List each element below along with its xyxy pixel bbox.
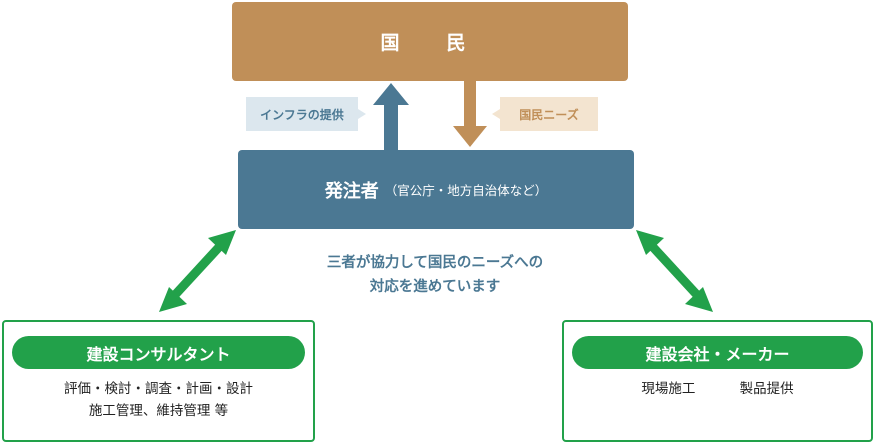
infra-tag-pointer (358, 109, 366, 119)
orderer-sub-label: （官公庁・地方自治体など） (384, 183, 548, 198)
up-arrow (373, 83, 409, 150)
citizen-needs-tag: 国民ニーズ (500, 97, 598, 131)
left-double-arrow (159, 230, 236, 312)
orderer-label: 発注者 (324, 180, 379, 202)
consultant-card: 建設コンサルタント 評価・検討・調査・計画・設計 施工管理、維持管理 等 (2, 320, 315, 442)
consultant-title: 建設コンサルタント (12, 336, 305, 369)
down-arrow (453, 81, 487, 147)
contractor-item-product-supply: 製品提供 (739, 381, 794, 397)
message-line-2: 対応を進めています (369, 279, 501, 295)
consultant-line-1: 評価・検討・調査・計画・設計 (64, 381, 253, 397)
message-line-1: 三者が協力して国民のニーズへの (326, 255, 544, 271)
infrastructure-provision-tag: インフラの提供 (246, 97, 358, 131)
infrastructure-provision-label: インフラの提供 (260, 107, 344, 122)
needs-tag-pointer (492, 109, 500, 119)
contractor-item-site-construction: 現場施工 (641, 381, 696, 397)
orderer-box: 発注者 （官公庁・地方自治体など） (238, 150, 634, 229)
citizens-label: 国 民 (380, 32, 480, 54)
citizen-needs-label: 国民ニーズ (519, 107, 579, 122)
cooperation-message: 三者が協力して国民のニーズへの 対応を進めています (290, 251, 580, 299)
contractor-description: 現場施工 製品提供 (564, 378, 871, 400)
consultant-line-2: 施工管理、維持管理 等 (88, 403, 229, 419)
right-double-arrow (636, 230, 713, 312)
consultant-description: 評価・検討・調査・計画・設計 施工管理、維持管理 等 (4, 378, 313, 422)
contractor-title: 建設会社・メーカー (572, 336, 863, 369)
citizens-box: 国 民 (232, 2, 628, 81)
contractor-card: 建設会社・メーカー 現場施工 製品提供 (562, 320, 873, 442)
